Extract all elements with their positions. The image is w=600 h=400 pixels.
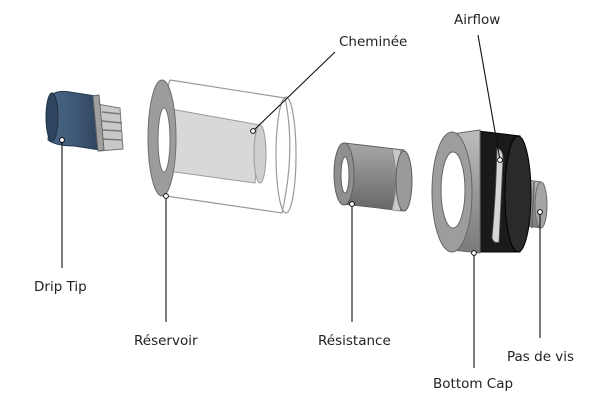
label-airflow: Airflow bbox=[454, 12, 500, 28]
resistance-part bbox=[333, 142, 413, 212]
reservoir-anchor bbox=[163, 193, 169, 199]
resistance-anchor bbox=[349, 201, 355, 207]
thread-anchor bbox=[537, 209, 543, 215]
drip-tip-anchor bbox=[59, 137, 65, 143]
label-drip-tip: Drip Tip bbox=[34, 279, 87, 295]
airflow-anchor bbox=[497, 157, 503, 163]
leader-lines bbox=[59, 34, 543, 368]
label-thread: Pas de vis bbox=[507, 349, 574, 365]
part-labels: Drip Tip Réservoir Cheminée Résistance A… bbox=[34, 12, 574, 392]
bottom-cap-anchor bbox=[471, 250, 477, 256]
airflow-leader bbox=[477, 34, 501, 161]
label-resistance: Résistance bbox=[318, 333, 391, 349]
bottom-cap-part bbox=[431, 129, 548, 254]
chimney-anchor bbox=[250, 128, 256, 134]
reservoir-part bbox=[147, 79, 297, 214]
label-bottom-cap: Bottom Cap bbox=[433, 376, 513, 392]
chimney-leader bbox=[252, 51, 336, 132]
drip-tip-part bbox=[45, 90, 124, 152]
label-reservoir: Réservoir bbox=[134, 333, 198, 349]
label-chimney: Cheminée bbox=[339, 34, 407, 50]
